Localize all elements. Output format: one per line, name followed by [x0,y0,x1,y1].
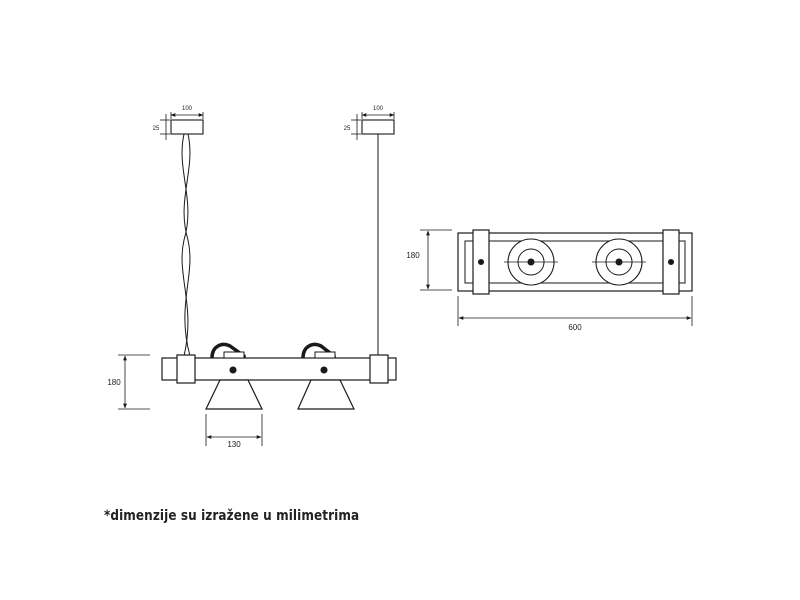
shade-right [297,379,355,410]
top-view [420,229,693,326]
side-view [118,112,397,446]
dim-label-width-top: 600 [568,323,582,332]
cable-left [181,133,189,357]
lamp-holder-right [301,342,336,359]
pivot-dot-left [229,366,237,374]
dim-label-canopy-width-right: 100 [373,106,384,112]
dim-label-height-top: 180 [406,251,420,260]
dim-label-canopy-width-left: 100 [182,106,193,112]
shade-left [205,379,263,410]
pivot-dot-right [320,366,328,374]
units-footnote: *dimenzije su izražene u milimetrima [104,508,360,524]
dim-label-height-side: 180 [107,378,121,387]
beam [161,357,397,381]
ceiling-canopy-left [170,119,204,135]
dim-label-shade-width: 130 [227,440,241,449]
ceiling-canopy-right [361,119,395,135]
top-frame-inner [464,240,686,284]
dim-label-canopy-height-left: 25 [153,126,160,132]
beam-cap-left [176,354,196,384]
top-frame-outer [457,232,693,292]
beam-cap-right [369,354,389,384]
dim-label-canopy-height-right: 25 [344,126,351,132]
lamp-holder-left [210,342,246,359]
